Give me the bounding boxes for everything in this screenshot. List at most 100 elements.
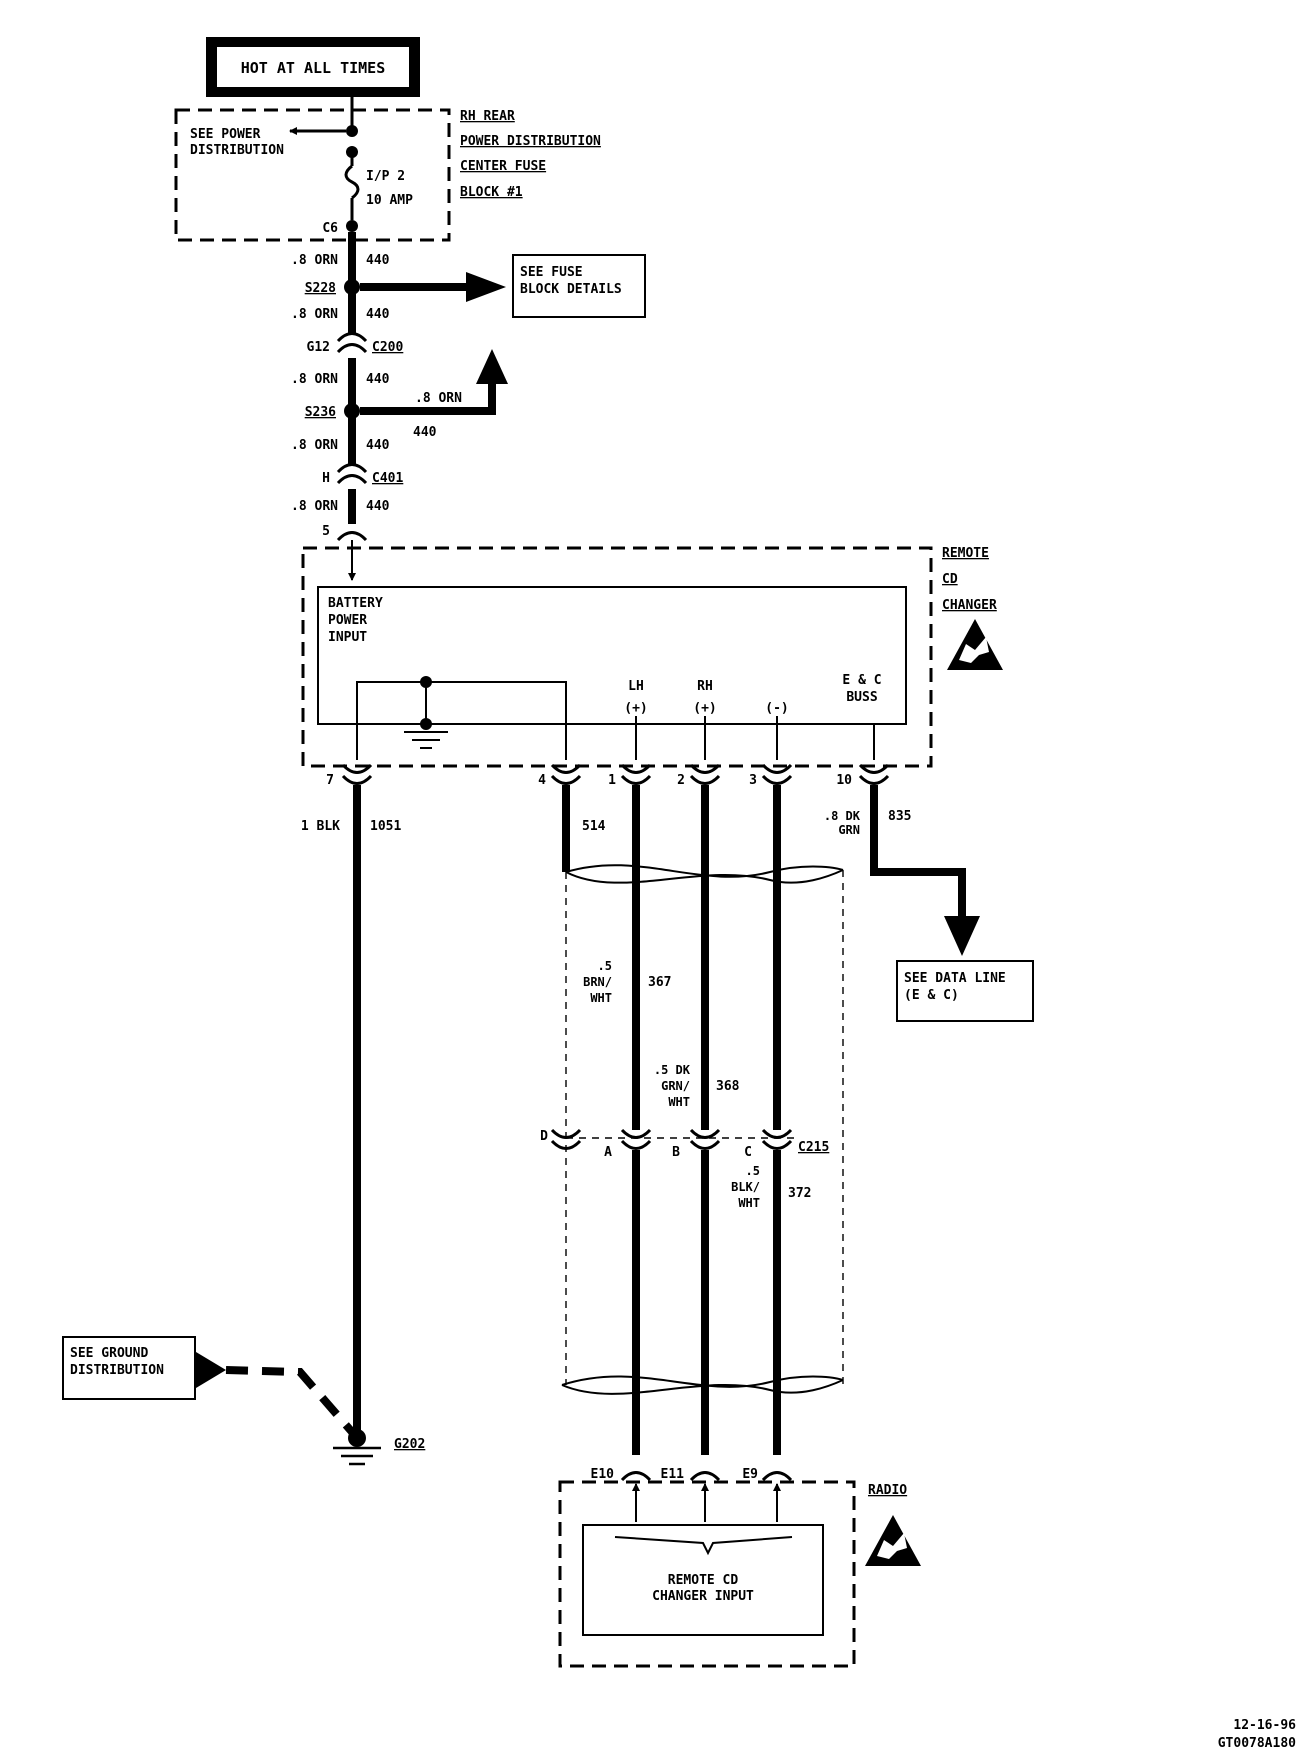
data-circuit: 835: [888, 809, 911, 824]
data-line-text: (E & C): [904, 988, 959, 1003]
lh-label: LH: [628, 679, 644, 694]
fuse-symbol: [344, 164, 360, 200]
battery-input-label: INPUT: [328, 630, 367, 645]
data-size-color: GRN: [838, 823, 860, 837]
splice-s228: [344, 279, 360, 295]
pin-label: 2: [677, 773, 685, 788]
fuse-block-title: CENTER FUSE: [460, 159, 546, 174]
wire-size-color: .8 ORN: [291, 307, 338, 322]
data-line-text: SEE DATA LINE: [904, 971, 1006, 986]
see-power-text: SEE POWER: [190, 127, 261, 142]
neg-circuit: 372: [788, 1186, 811, 1201]
cd-changer-title: CHANGER: [942, 598, 997, 613]
rh-size-color: WHT: [668, 1095, 690, 1109]
diagram-date: 12-16-96: [1233, 1718, 1296, 1733]
diagram-code: 12-16-96 GT0078A180: [1218, 1718, 1296, 1751]
cd-changer-internal-ground: [356, 676, 567, 760]
c215-name: C215: [798, 1140, 829, 1155]
fuse-pin: C6: [322, 221, 338, 236]
pin-label: 3: [749, 773, 757, 788]
splice-s236: [344, 403, 360, 419]
fuse-block-title: BLOCK #1: [460, 185, 523, 200]
shield-outline: [561, 864, 844, 1395]
cd-changer-pin-connectors: 7 4 1 2 3 10: [326, 763, 890, 788]
pin-label: 1: [608, 773, 616, 788]
lh-size-color: .5: [598, 959, 612, 973]
battery-input-label: POWER: [328, 613, 367, 628]
splice-name: S236: [305, 405, 336, 420]
hot-label: HOT AT ALL TIMES: [241, 59, 386, 77]
ground-wire-1051: 1 BLK 1051 G202: [301, 785, 425, 1466]
lh-size-color: BRN/: [583, 975, 612, 989]
esd-warning-icon: [947, 619, 1003, 670]
cd-changer-internal-leads: [635, 716, 875, 760]
pin-label: 7: [326, 773, 334, 788]
pin-label: 4: [538, 773, 546, 788]
rh-signal-wire-368: .5 DK GRN/ WHT 368: [654, 785, 740, 1455]
battery-input-connector: [336, 531, 368, 542]
ground-size-color: 1 BLK: [301, 819, 340, 834]
wire-size-color: .8 ORN: [291, 253, 338, 268]
battery-pin: 5: [322, 524, 330, 539]
neg-size-color: BLK/: [731, 1180, 760, 1194]
see-power-text: DISTRIBUTION: [190, 143, 284, 158]
branch-size-color: .8 ORN: [415, 391, 462, 406]
lh-circuit: 367: [648, 975, 671, 990]
fuse-details-arrow: [360, 272, 506, 302]
lh-size-color: WHT: [590, 991, 612, 1005]
buss-label: BUSS: [846, 690, 877, 705]
c215-pin: B: [672, 1145, 680, 1160]
fuse-block: SEE POWER DISTRIBUTION I/P 2 10 AMP C6 R…: [174, 97, 601, 242]
radio-input-label: CHANGER INPUT: [652, 1589, 754, 1604]
wire-size-color: .8 ORN: [291, 372, 338, 387]
see-ground-text: DISTRIBUTION: [70, 1363, 164, 1378]
remote-cd-changer: 5 BATTERY POWER INPUT LH (+) RH (+) (-) …: [301, 524, 997, 768]
radio-pin: E10: [591, 1467, 615, 1482]
fuse-rating: 10 AMP: [366, 193, 413, 208]
fuse-block-title: POWER DISTRIBUTION: [460, 134, 601, 149]
wire-circuit: 440: [366, 372, 390, 387]
c215-connector: D A B C C215: [540, 1128, 829, 1160]
fuse-details-text: BLOCK DETAILS: [520, 282, 622, 297]
neg-size-color: .5: [746, 1164, 760, 1178]
connector-name: C200: [372, 340, 403, 355]
cd-changer-title: REMOTE: [942, 546, 989, 561]
wire-circuit: 440: [366, 499, 390, 514]
rh-size-color: GRN/: [661, 1079, 690, 1093]
rh-plus: (+): [693, 701, 716, 716]
connector-pin: G12: [307, 340, 330, 355]
data-size-color: .8 DK: [824, 809, 861, 823]
ground-name: G202: [394, 1437, 425, 1452]
see-data-line-box: SEE DATA LINE (E & C): [896, 960, 1034, 1022]
radio-pin: E9: [742, 1467, 758, 1482]
buss-label: E & C: [842, 673, 881, 688]
wire-circuit: 440: [366, 438, 390, 453]
ground-circuit: 1051: [370, 819, 401, 834]
neg-size-color: WHT: [738, 1196, 760, 1210]
radio-title: RADIO: [868, 1483, 907, 1498]
fuse-details-box: SEE FUSE BLOCK DETAILS: [512, 254, 646, 318]
cd-changer-title: CD: [942, 572, 958, 587]
rh-size-color: .5 DK: [654, 1063, 691, 1077]
drain-wire-514: 514: [562, 785, 606, 1385]
lh-signal-wire-367: .5 BRN/ WHT 367: [583, 785, 671, 1455]
rh-label: RH: [697, 679, 713, 694]
s236-branch: .8 ORN 440: [360, 349, 508, 440]
fuse-output-node: [346, 220, 358, 232]
feed-wire-440: .8 ORN 440 S228 .8 ORN 440 G12 C200 .8 O…: [291, 232, 403, 524]
radio: E10 E11 E9 REMOTE CD CHANGER INPUT RADIO: [558, 1467, 907, 1668]
connector-name: C401: [372, 471, 403, 486]
drain-circuit: 514: [582, 819, 606, 834]
see-ground-distribution: SEE GROUND DISTRIBUTION: [62, 1336, 356, 1435]
fuse-block-title: RH REAR: [460, 109, 515, 124]
rh-circuit: 368: [716, 1079, 740, 1094]
c200-connector: [336, 332, 368, 343]
fuse-block-node: [346, 125, 358, 137]
connector-pin: H: [322, 471, 330, 486]
diagram-id: GT0078A180: [1218, 1736, 1296, 1751]
c215-pin: C: [744, 1145, 752, 1160]
pin-label: 10: [836, 773, 852, 788]
wire-size-color: .8 ORN: [291, 438, 338, 453]
wire-size-color: .8 ORN: [291, 499, 338, 514]
